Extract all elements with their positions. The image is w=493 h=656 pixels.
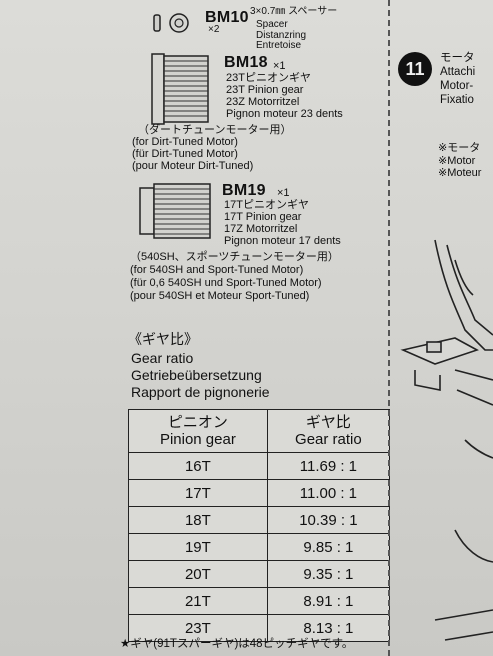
- spacer-dims: 3×0.7㎜ スペーサー: [250, 6, 338, 17]
- bm18-note-fr: (pour Moteur Dirt-Tuned): [132, 160, 254, 172]
- step-number-badge: 11: [398, 52, 432, 86]
- pinion-gear-23t-icon: [151, 53, 209, 125]
- bm18-fr: Pignon moteur 23 dents: [226, 108, 343, 120]
- step-note-fr: ※Moteur: [438, 167, 482, 179]
- bm19-fr: Pignon moteur 17 dents: [224, 235, 341, 247]
- gear-ratio-heading-en: Gear ratio: [131, 350, 194, 366]
- bm19-jp: 17Tピニオンギヤ: [224, 199, 309, 211]
- step-title-jp: モータ: [440, 52, 475, 64]
- spacer-icon: [153, 13, 189, 33]
- bm18-note-en: (for Dirt-Tuned Motor): [132, 136, 238, 148]
- bm19-qty: ×1: [277, 187, 290, 199]
- pinion-gear-17t-icon: [139, 183, 211, 239]
- bm19-note-jp: （540SH、スポーツチューンモーター用）: [130, 251, 339, 263]
- step-note-jp: ※モータ: [438, 142, 481, 154]
- col-header-ratio: ギヤ比 Gear ratio: [266, 409, 391, 453]
- chassis-illustration: [400, 239, 493, 641]
- bm18-de: 23Z Motorritzel: [226, 96, 300, 108]
- gear-footnote: ★ギヤ(91Tスパーギヤ)は48ピッチギヤです。: [120, 638, 354, 650]
- bm18-qty: ×1: [273, 60, 286, 72]
- bm18-jp: 23Tピニオンギヤ: [226, 72, 311, 84]
- bm18-note-de: (für Dirt-Tuned Motor): [132, 148, 238, 160]
- bm19-note-en: (for 540SH and Sport-Tuned Motor): [130, 264, 304, 276]
- step-note-en: ※Motor: [438, 155, 476, 167]
- bm18-code: BM18: [224, 54, 268, 71]
- gear-ratio-heading-fr: Rapport de pignonerie: [131, 384, 270, 400]
- spacer-fr: Entretoise: [256, 40, 302, 51]
- spacer-de: Distanzring: [256, 30, 307, 41]
- bm19-en: 17T Pinion gear: [224, 211, 302, 223]
- bm19-code: BM19: [222, 182, 266, 199]
- bm19-de: 17Z Motorritzel: [224, 223, 298, 235]
- bm19-note-fr: (pour 540SH et Moteur Sport-Tuned): [130, 290, 310, 302]
- step-title-en: Attachi: [440, 66, 476, 78]
- spacer-en: Spacer: [256, 19, 288, 30]
- step-title-de: Motor-: [440, 80, 474, 92]
- gear-ratio-heading-jp: 《ギヤ比》: [128, 331, 198, 347]
- step-title-fr: Fixatio: [440, 94, 474, 106]
- col-header-pinion: ピニオン Pinion gear: [128, 409, 268, 453]
- column-divider: [388, 0, 390, 656]
- spacer-code: BM10: [205, 9, 249, 26]
- bm18-note-jp: （ダートチューンモーター用）: [138, 124, 292, 136]
- spacer-qty: ×2: [208, 24, 220, 35]
- bm18-en: 23T Pinion gear: [226, 84, 304, 96]
- gear-ratio-heading-de: Getriebeübersetzung: [131, 367, 262, 383]
- bm19-note-de: (für 0,6 540SH und Sport-Tuned Motor): [130, 277, 322, 289]
